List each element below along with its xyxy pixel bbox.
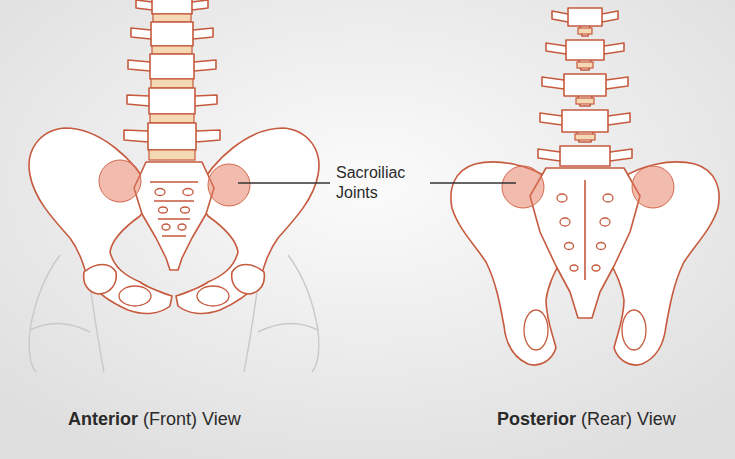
callout-label: Sacroiliac Joints xyxy=(336,163,428,203)
leader-line xyxy=(430,182,516,183)
joint-highlight xyxy=(502,166,544,208)
joint-highlight xyxy=(99,160,141,202)
joint-highlight xyxy=(208,164,250,206)
joint-highlight xyxy=(632,166,674,208)
view-caption: Posterior xyxy=(497,408,576,431)
leader-line xyxy=(238,182,330,183)
view-caption: (Rear) View xyxy=(581,408,676,431)
view-caption: Anterior xyxy=(68,408,138,431)
view-caption: (Front) View xyxy=(143,408,241,431)
